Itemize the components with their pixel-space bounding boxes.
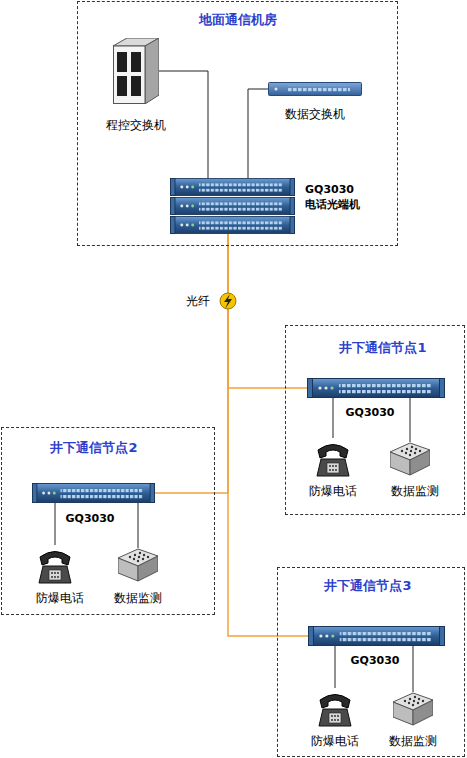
- node-label: 防爆电话: [30, 591, 90, 606]
- connector-line: [413, 646, 414, 692]
- optical-terminal: GQ3030: [307, 378, 445, 398]
- fiber-icon: [220, 293, 236, 309]
- monitor-node: 数据监测: [390, 442, 430, 476]
- rack-icon: [170, 197, 294, 214]
- node-label: GQ3030 电话光端机: [305, 182, 385, 212]
- node-group: 井下通信节点2GQ3030防爆电话数据监测: [1, 427, 215, 615]
- connector-line: [138, 503, 139, 548]
- group-title: 井下通信节点1: [294, 340, 467, 355]
- node-label: 数据监测: [383, 734, 443, 749]
- connector-line: [159, 71, 208, 178]
- rack-icon: [308, 379, 445, 398]
- connector-line: [228, 234, 308, 636]
- node-label: GQ3030: [40, 511, 140, 526]
- connector-line: [333, 398, 334, 438]
- rack-icon: [170, 216, 294, 233]
- phone-node: 防爆电话: [316, 438, 350, 478]
- node-label: 防爆电话: [303, 484, 363, 499]
- monitor-icon: [390, 443, 430, 475]
- monitor-icon: [118, 549, 158, 581]
- monitor-node: 数据监测: [118, 548, 158, 582]
- phone-icon: [319, 695, 351, 727]
- connector-line: [55, 503, 56, 545]
- exchange-node: 程控交换机: [113, 38, 159, 104]
- node-label: 数据监测: [385, 484, 445, 499]
- group-title: 井下通信节点2: [2, 440, 186, 455]
- node-label: 数据监测: [108, 591, 168, 606]
- room-group: 地面通信机房程控交换机数据交换机GQ3030 电话光端机: [77, 1, 398, 246]
- phone-icon: [317, 445, 349, 477]
- node-label: GQ3030: [325, 653, 425, 668]
- node-group: 井下通信节点3GQ3030防爆电话数据监测: [277, 567, 465, 757]
- connector-line: [335, 646, 336, 688]
- phone-node: 防爆电话: [38, 545, 72, 585]
- node-label: 防爆电话: [305, 734, 365, 749]
- connector-line: [155, 234, 228, 493]
- fiber-label: 光纤: [186, 293, 210, 310]
- rack-icon: [308, 627, 444, 646]
- rack-icon: [32, 484, 154, 503]
- connector-line: [410, 398, 411, 442]
- node-group: 井下通信节点1GQ3030防爆电话数据监测: [285, 325, 465, 515]
- group-title: 井下通信节点3: [278, 578, 458, 593]
- optical-terminal: GQ3030: [308, 626, 445, 646]
- optical-terminal: GQ3030: [32, 483, 155, 503]
- monitor-icon: [393, 693, 433, 725]
- monitor-node: 数据监测: [393, 692, 433, 726]
- connector-line: [248, 89, 268, 178]
- node-label: 程控交换机: [91, 118, 181, 133]
- node-label: 数据交换机: [258, 107, 372, 122]
- switch-icon: [269, 83, 362, 96]
- server-icon: [113, 38, 159, 104]
- phone-node: 防爆电话: [318, 688, 352, 728]
- node-label: GQ3030: [320, 405, 420, 420]
- optical-terminal: GQ3030 电话光端机: [170, 178, 295, 234]
- phone-icon: [39, 552, 71, 584]
- group-title: 地面通信机房: [78, 12, 397, 27]
- rack-icon: [170, 178, 294, 195]
- switch-node: 数据交换机: [268, 82, 362, 96]
- connector-line: [228, 234, 307, 388]
